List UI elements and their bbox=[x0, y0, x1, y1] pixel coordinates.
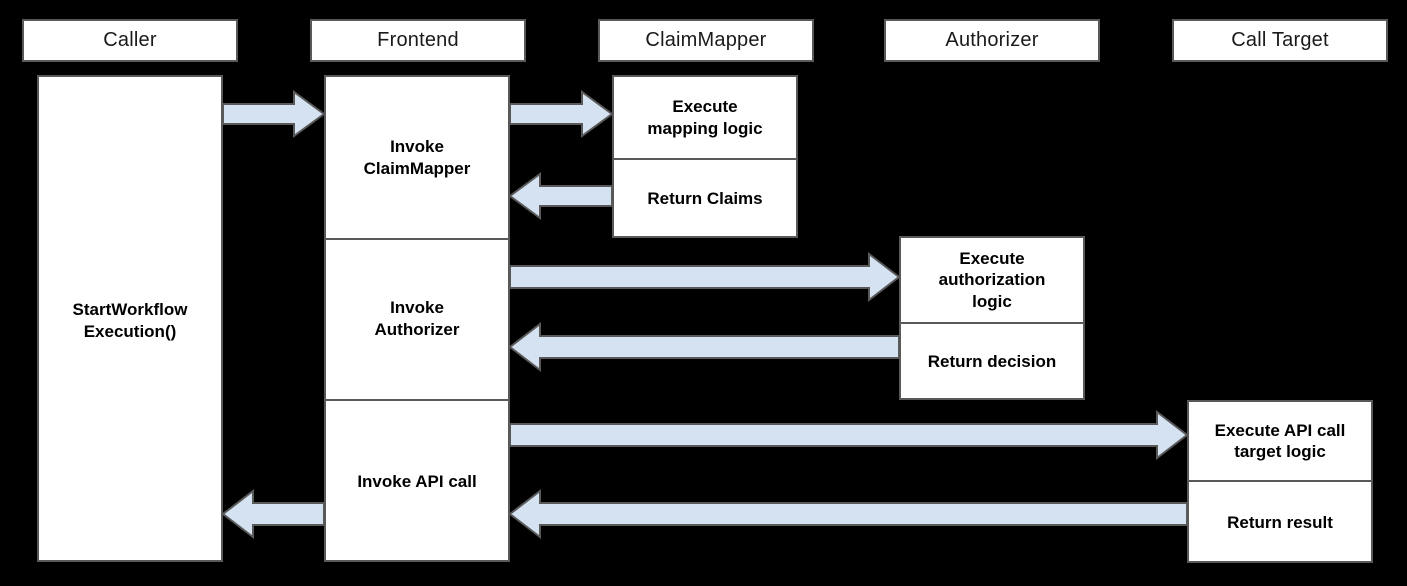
lifeline-header-claimmapper[interactable]: ClaimMapper bbox=[598, 19, 814, 62]
arrow-shape bbox=[508, 172, 613, 220]
arrow-shape bbox=[509, 90, 614, 138]
activation-divider bbox=[326, 238, 508, 240]
lifeline-label: ClaimMapper bbox=[645, 29, 767, 51]
lifeline-label: Call Target bbox=[1231, 29, 1329, 51]
activation-segment-calltarget-seg-2: Return result bbox=[1227, 512, 1333, 532]
arrow-shape bbox=[509, 409, 1189, 461]
activation-segment-frontend-seg-3: Invoke API call bbox=[357, 471, 477, 491]
arrow-shape bbox=[508, 488, 1188, 540]
arrow-shape bbox=[221, 488, 325, 540]
activation-divider bbox=[326, 399, 508, 401]
message-arrow-msg-frontend-to-caller[interactable] bbox=[221, 488, 325, 540]
lifeline-header-frontend[interactable]: Frontend bbox=[310, 19, 526, 62]
activation-segment-claimmapper-seg-2: Return Claims bbox=[647, 189, 763, 209]
message-arrow-msg-caller-to-frontend[interactable] bbox=[222, 90, 326, 138]
lifeline-header-calltarget[interactable]: Call Target bbox=[1172, 19, 1388, 62]
activation-divider bbox=[1189, 480, 1371, 482]
lifeline-label: Caller bbox=[103, 29, 157, 51]
message-arrow-msg-claimmapper-to-frontend[interactable] bbox=[508, 172, 613, 220]
arrow-shape bbox=[222, 90, 326, 138]
lifeline-header-authorizer[interactable]: Authorizer bbox=[884, 19, 1100, 62]
activation-segment-authorizer-seg-2: Return decision bbox=[927, 352, 1057, 372]
arrow-shape bbox=[509, 251, 901, 303]
message-arrow-msg-frontend-to-claimmapper[interactable] bbox=[509, 90, 614, 138]
activation-divider bbox=[901, 322, 1083, 324]
arrow-shape bbox=[508, 321, 900, 373]
lifeline-label: Authorizer bbox=[945, 29, 1039, 51]
lifeline-header-caller[interactable]: Caller bbox=[22, 19, 238, 62]
activation-divider bbox=[614, 158, 796, 160]
message-arrow-msg-authorizer-to-frontend[interactable] bbox=[508, 321, 900, 373]
message-arrow-msg-frontend-to-calltarget[interactable] bbox=[509, 409, 1189, 461]
lifeline-label: Frontend bbox=[377, 29, 459, 51]
message-arrow-msg-frontend-to-authorizer[interactable] bbox=[509, 251, 901, 303]
message-arrow-msg-calltarget-to-frontend[interactable] bbox=[508, 488, 1188, 540]
